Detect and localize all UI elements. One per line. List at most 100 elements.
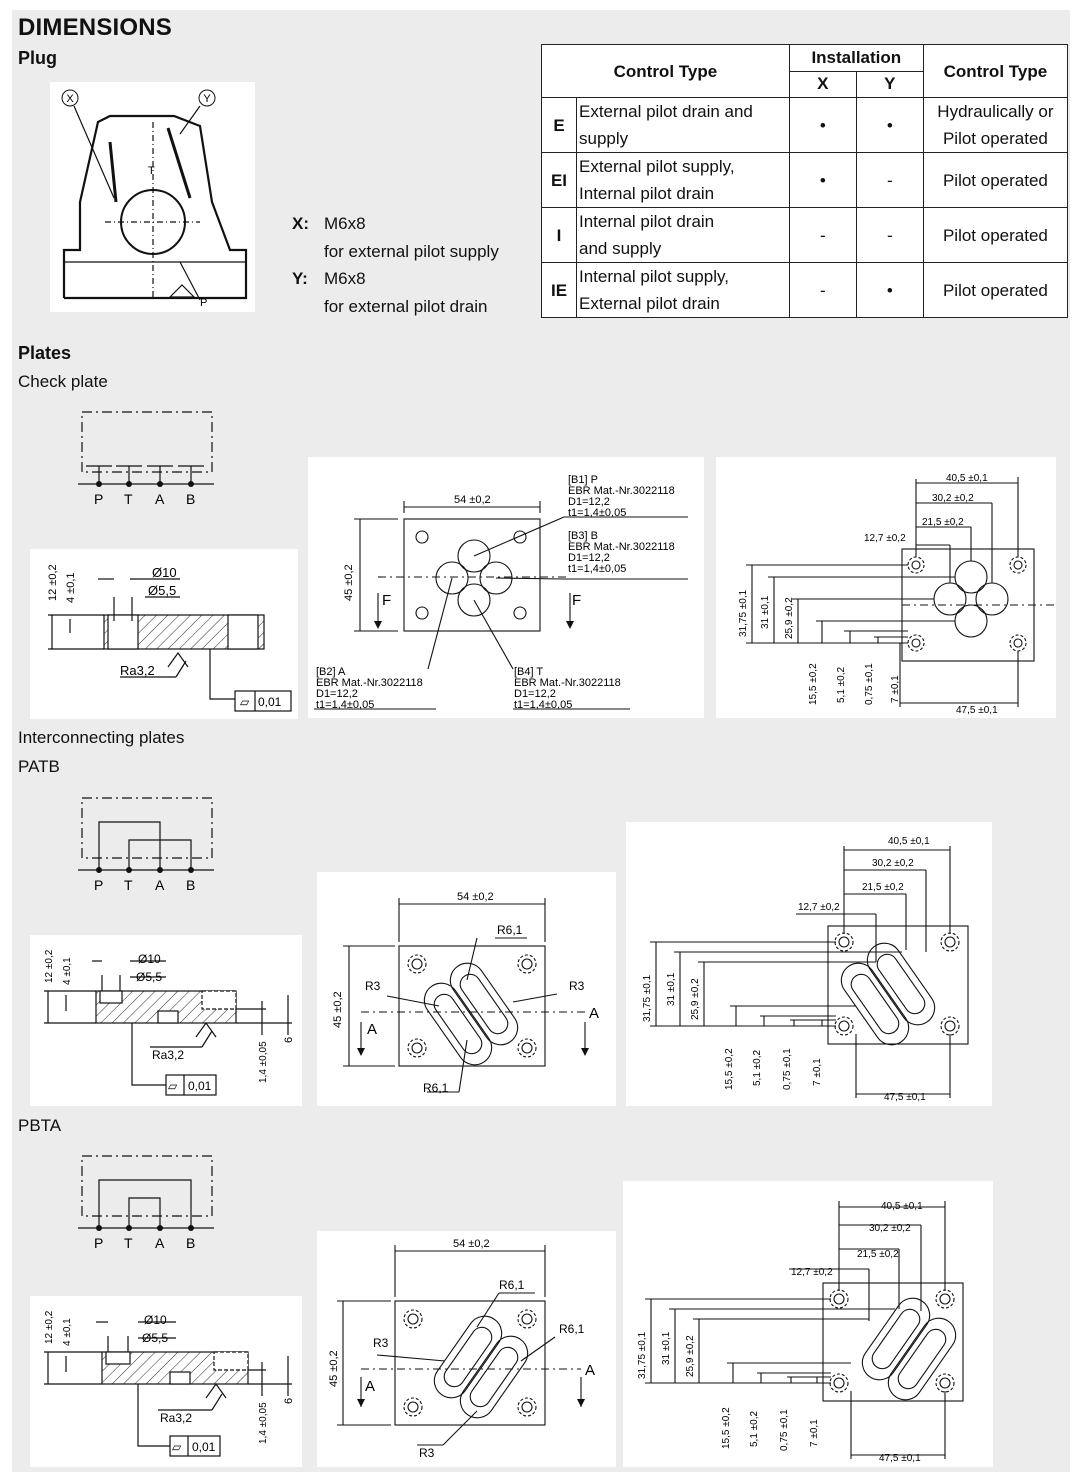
dim-4: 4 ±0,1 [62,957,73,985]
dim-30-2: 30,2 ±0,2 [932,493,974,504]
dim-1-4: 1,4 ±0,05 [258,1402,269,1444]
b2-3: D1=12,2 [316,688,358,700]
port-t: T [124,877,133,893]
dim-flat: 0,01 [258,695,282,709]
dim-47-5: 47,5 ±0,1 [879,1453,921,1464]
dim-15-5: 15,5 ±0,2 [808,663,819,705]
row-type-1: Hydraulically or [937,102,1054,121]
dim-54: 54 ±0,2 [453,1238,490,1250]
port-t: T [124,1235,133,1251]
section-a-left: A [365,1378,375,1395]
check-plate-holes-svg: 40,5 ±0,1 30,2 ±0,2 21,5 ±0,2 12,7 ±0,2 … [738,473,1056,716]
b2-2: EBR Mat.-Nr.3022118 [316,677,423,689]
dim-r3-left: R3 [373,1336,389,1350]
row-code: EI [541,152,577,208]
section-f-right: F [572,592,581,609]
dim-5-1: 5,1 ±0,2 [836,666,847,703]
b4-4: t1=1,4±0,05 [514,699,572,711]
dim-r6-1-top: R6,1 [497,923,523,937]
b3-2: EBR Mat.-Nr.3022118 [568,541,675,553]
col-y: Y [855,70,924,98]
section-a-left: A [367,1021,377,1038]
b1-3: D1=12,2 [568,496,610,508]
pbta-heading: PBTA [18,1116,62,1135]
section-a-right: A [589,1005,599,1022]
patb-section: 12 ±0,2 4 ±0,1 Ø10 Ø5,5 Ra3,2 ▱ 0,01 1,4… [30,935,302,1106]
row-x: - [788,262,857,318]
check-plate-section: 12 ±0,2 4 ±0,1 Ø10 Ø5,5 Ra3,2 ▱ 0,01 [30,549,298,719]
pbta-section: 12 ±0,2 4 ±0,1 Ø10 Ø5,5 Ra3,2 ▱ 0,01 1,4… [30,1296,302,1467]
patb-section-svg: 12 ±0,2 4 ±0,1 Ø10 Ø5,5 Ra3,2 ▱ 0,01 1,4… [44,949,295,1096]
dim-12-7: 12,7 ±0,2 [864,533,906,544]
check-plate-heading: Check plate [18,372,108,391]
pbta-hole-pattern: 40,5 ±0,1 30,2 ±0,2 21,5 ±0,2 12,7 ±0,2 … [623,1181,993,1467]
dim-phi10: Ø10 [138,952,161,966]
patb-top-svg: 54 ±0,2 45 ±0,2 A A R6,1 R3 R3 R6,1 [332,891,599,1095]
row-x: • [788,97,857,153]
check-plate-section-svg: 12 ±0,2 4 ±0,1 Ø10 Ø5,5 Ra3,2 ▱ 0,01 [47,564,292,712]
row-type-1: Pilot operated [922,207,1069,263]
dim-phi55: Ø5,5 [148,583,176,598]
dim-21-5: 21,5 ±0,2 [857,1249,899,1260]
b1-2: EBR Mat.-Nr.3022118 [568,485,675,497]
dim-47-5: 47,5 ±0,1 [884,1092,926,1103]
table-row: EI External pilot supply,Internal pilot … [541,152,1069,208]
row-y: • [855,262,924,318]
pbta-top-view: 54 ±0,2 45 ±0,2 A A R6,1 R6,1 R3 R3 [317,1231,616,1467]
row-y: - [855,207,924,263]
dim-r6-1-right: R6,1 [559,1322,585,1336]
dim-31-75: 31,75 ±0,1 [738,589,749,637]
dim-54: 54 ±0,2 [454,494,491,506]
flatness-icon: ▱ [240,695,250,709]
dim-0-75: 0,75 ±0,1 [779,1409,790,1451]
dim-r3-bottom: R3 [419,1446,435,1460]
row-desc-2: supply [579,129,629,148]
dim-r3-left: R3 [365,979,381,993]
dim-12: 12 ±0,2 [44,1310,55,1344]
dim-phi55: Ø5,5 [142,1331,168,1345]
dim-r3-right: R3 [569,979,585,993]
row-desc-1: Internal pilot supply, [579,267,729,286]
dim-31: 31 ±0,1 [760,595,771,629]
plug-x-label: X: [292,214,309,233]
check-plate-hole-pattern: 40,5 ±0,1 30,2 ±0,2 21,5 ±0,2 12,7 ±0,2 … [716,457,1056,718]
patb-holes-svg: 40,5 ±0,1 30,2 ±0,2 21,5 ±0,2 12,7 ±0,2 … [642,836,969,1103]
dim-31-75: 31,75 ±0,1 [637,1331,648,1379]
plug-heading: Plug [18,48,57,68]
col-control-type-2: Control Type [922,44,1069,98]
dim-12: 12 ±0,2 [47,564,59,601]
dim-0-75: 0,75 ±0,1 [864,663,875,705]
dim-40-5: 40,5 ±0,1 [888,836,930,847]
plates-heading: Plates [18,343,72,363]
row-code: I [541,207,577,263]
b2-4: t1=1,4±0,05 [316,699,374,711]
b4-3: D1=12,2 [514,688,556,700]
dim-ra: Ra3,2 [152,1048,184,1062]
dim-flat: 0,01 [188,1079,212,1093]
b3-3: D1=12,2 [568,552,610,564]
flatness-icon: ▱ [172,1440,182,1454]
dim-21-5: 21,5 ±0,2 [862,882,904,893]
pbta-symbol: P T A B [78,1155,214,1251]
dim-ra: Ra3,2 [160,1411,192,1425]
col-x: X [788,70,857,98]
dim-40-5: 40,5 ±0,1 [946,473,988,484]
row-y: - [855,152,924,208]
check-plate-top-svg: 54 ±0,2 45 ±0,2 F F [B1] P EBR Mat.-Nr.3… [314,474,688,711]
b1-4: t1=1,4±0,05 [568,507,626,519]
dim-31: 31 ±0,1 [661,1331,672,1365]
dim-1-4: 1,4 ±0,05 [258,1041,269,1083]
section-a-right: A [585,1362,595,1379]
dim-54: 54 ±0,2 [457,891,494,903]
plug-y-value: M6x8 [324,269,366,288]
patb-symbol: P T A B [78,797,214,893]
port-t: T [124,491,133,507]
row-desc-1: External pilot drain and [579,102,753,121]
dim-30-2: 30,2 ±0,2 [872,858,914,869]
plug-label-t: T [148,165,155,177]
dim-phi55: Ø5,5 [136,970,162,984]
plug-label-x: X [66,93,74,105]
dim-flat: 0,01 [192,1440,216,1454]
col-installation: Installation [788,44,924,72]
